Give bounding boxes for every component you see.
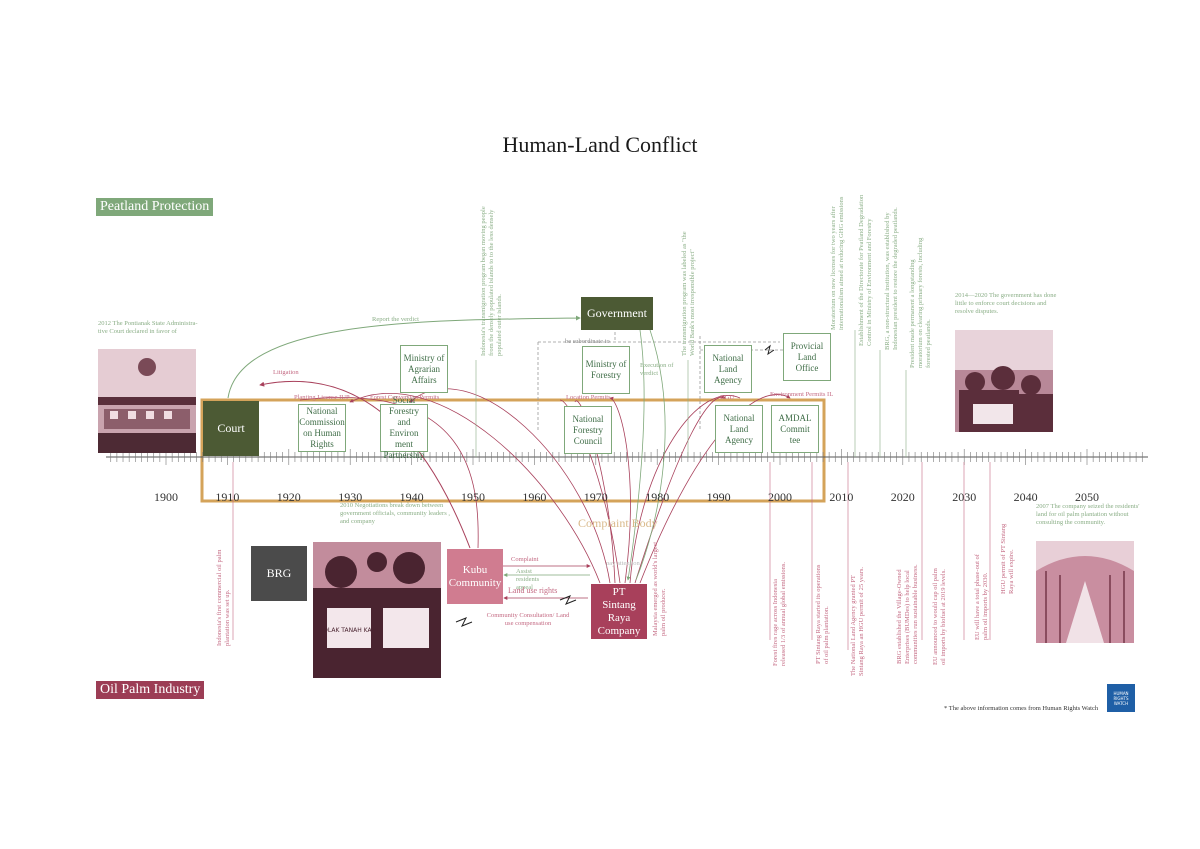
vnote-brg-established: BRG, a non-structural institution, was e… — [884, 207, 899, 350]
label-land-use-rights: Land use rights — [508, 586, 558, 595]
timeline-year-label: 2030 — [952, 490, 977, 504]
timeline-year-label: 1980 — [645, 490, 670, 504]
band-peatland-protection: Peatland Protection — [96, 198, 214, 216]
ministry-forestry-box: Ministry of Forestry — [582, 346, 630, 394]
timeline-year-label: 2010 — [829, 490, 854, 504]
conflict-zigzag — [559, 595, 577, 605]
conflict-frame — [200, 398, 826, 503]
national-land-agency-box: National Land Agency — [715, 405, 763, 453]
timeline-year-label: 2020 — [890, 490, 915, 504]
plantation-photo — [1036, 541, 1134, 643]
label-assist-residents: Assist residents appeal — [516, 568, 540, 591]
protest-photo-2010: TOLAK TANAH KAMI — [313, 542, 441, 678]
timeline-year-label: 1990 — [706, 490, 731, 504]
protest-photo-2014 — [955, 330, 1053, 432]
timeline-year-label: 1920 — [276, 490, 301, 504]
timeline-year-label: 1970 — [583, 490, 608, 504]
footnote: * The above information comes from Human… — [944, 705, 1099, 712]
vnote-transmigration: Indonesia's transmigration program began… — [480, 206, 503, 356]
human-rights-watch-logo: HUMAN RIGHTS WATCH — [1107, 684, 1135, 712]
national-commission-human-rights-box: National Commission on Human Rights — [298, 404, 346, 452]
vnote-moratorium: Moratorium on new licenses for two years… — [830, 196, 845, 330]
note-2010: 2010 Negotiations break down between gov… — [340, 502, 450, 525]
timeline-year-label: 1940 — [399, 490, 424, 504]
label-environment-permits: Environment Permits IL — [770, 391, 834, 398]
timeline-year-label: 1910 — [215, 490, 240, 504]
national-forestry-council-box: National Forestry Council — [564, 406, 612, 454]
note-2007: 2007 The company seized the residents' l… — [1036, 503, 1140, 526]
court-photo — [98, 349, 196, 453]
label-litigation: Litigation — [273, 369, 299, 376]
label-planting: Planting License IUP — [294, 394, 350, 401]
page-title: Human-Land Conflict — [502, 132, 698, 157]
protest-sign-text: TOLAK TANAH KAMI — [318, 627, 378, 634]
timeline-year-label: 1950 — [461, 490, 485, 504]
timeline-year-label: 2000 — [768, 490, 792, 504]
timeline-year-label: 1930 — [338, 490, 363, 504]
timeline-year-label: 1900 — [154, 490, 178, 504]
note-court-2012: 2012 The Pontianak State Administra- tiv… — [98, 320, 198, 335]
subordinate-lines — [537, 332, 780, 430]
amdal-committee-box: AMDAL Commit tee — [771, 405, 819, 453]
label-pay-attention: pay attention — [606, 560, 640, 567]
vnote-directorate: Establishment of the Directorate for Pea… — [858, 194, 873, 346]
label-complaint: Complaint — [511, 556, 539, 563]
label-report-verdict: Report the verdict — [372, 316, 419, 323]
national-land-agency-top-box: National Land Agency — [704, 345, 752, 393]
label-hgu: HGU — [720, 394, 735, 401]
label-subordinate: be subordinate to — [565, 338, 610, 345]
label-execution: Execution of verdict — [640, 362, 674, 377]
timeline-year-label: 1960 — [522, 490, 547, 504]
label-location-permits: Location Permits — [566, 394, 611, 401]
court-box: Court — [203, 401, 259, 456]
pt-sintang-raya-box: PT Sintang Raya Company — [591, 584, 647, 639]
government-box: Government — [581, 297, 653, 330]
ministry-agrarian-box: Ministry of Agrarian Affairs — [400, 345, 448, 393]
report-verdict-arrow — [227, 315, 581, 399]
label-consultation: Community Consultation/ Land use compens… — [486, 612, 570, 627]
kubu-community-box: Kubu Community — [447, 549, 503, 604]
provincial-land-office-box: Provicial Land Office — [783, 333, 831, 381]
vnote-world-bank: The transmigration program was labeled a… — [681, 231, 696, 356]
complaint-body-label: Complaint Body — [578, 516, 658, 530]
label-forest-conversion: Forest Conversion Permits — [370, 394, 440, 401]
brg-box: BRG — [251, 546, 307, 601]
band-oil-palm-industry: Oil Palm Industry — [96, 681, 205, 699]
timeline-year-label: 2050 — [1075, 490, 1099, 504]
note-2014-2020: 2014—2020 The government has done little… — [955, 292, 1057, 315]
timeline-year-label: 2040 — [1013, 490, 1038, 504]
social-forestry-box: Social Forestry and Environ ment Partner… — [380, 395, 428, 460]
